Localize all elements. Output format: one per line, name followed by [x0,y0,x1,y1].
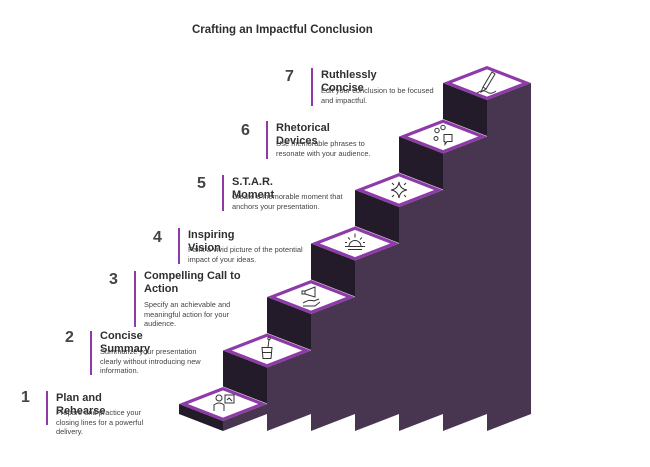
step-title: Rhetorical Devices [276,122,330,147]
step-description: Prepare and practice your closing lines … [56,408,144,436]
stair-top [319,229,391,258]
step-title: Compelling Call to Action [144,270,241,295]
stair-riser [267,297,311,350]
step-title: Concise Summary [100,330,151,355]
stair-side-face [443,136,487,431]
stair-riser [311,243,355,297]
stair-side-face [311,297,355,431]
stair-side-face [223,404,267,431]
step-number: 7 [285,68,294,85]
stair-side-face [487,83,531,431]
stair-riser [399,136,443,190]
speech-bubbles-icon [433,124,453,147]
pen-nib-icon [476,71,497,94]
step-number: 6 [241,122,250,139]
step-number: 5 [197,175,206,192]
sparkle-star-icon [390,181,408,199]
person-presentation-icon [213,394,235,411]
stair-riser [179,404,223,431]
step-accent-bar [46,391,48,425]
stair-top [231,336,303,365]
step-description: Use memorable phrases to resonate with y… [276,139,371,158]
step-title: S.T.A.R. Moment [232,176,275,201]
step-description: Summarize your presentation clearly with… [100,347,201,375]
sunrise-icon [345,233,365,250]
step-description: Edit your conclusion to be focused and i… [321,86,434,105]
step-accent-bar [178,228,180,264]
stair-riser [443,83,487,136]
step-accent-bar [134,271,136,327]
step-number: 2 [65,329,74,346]
stair-side-face [399,190,443,431]
step-accent-bar [311,68,313,106]
step-description: Create a memorable moment that anchors y… [232,192,343,211]
stair-riser [223,350,267,404]
step-accent-bar [222,175,224,211]
stair-top [363,176,435,204]
stair-riser [355,190,399,243]
step-description: Paint a vivid picture of the potential i… [188,245,303,264]
stair-top [407,122,479,151]
step-number: 4 [153,229,162,246]
step-title: Plan and Rehearse [56,392,106,417]
megaphone-hand-icon [301,286,321,307]
step-number: 3 [109,271,118,288]
step-title: Inspiring Vision [188,229,235,254]
step-description: Specify an achievable and meaningful act… [144,300,231,328]
stair-top [451,69,523,97]
stair-top [275,283,347,311]
stair-side-face [355,243,399,431]
step-number: 1 [21,389,30,406]
step-accent-bar [90,331,92,375]
glass-water-icon [261,336,273,359]
stair-side-face [267,350,311,431]
step-title: Ruthlessly Concise [321,69,377,94]
step-accent-bar [266,121,268,159]
diagram-title: Crafting an Impactful Conclusion [192,24,373,36]
